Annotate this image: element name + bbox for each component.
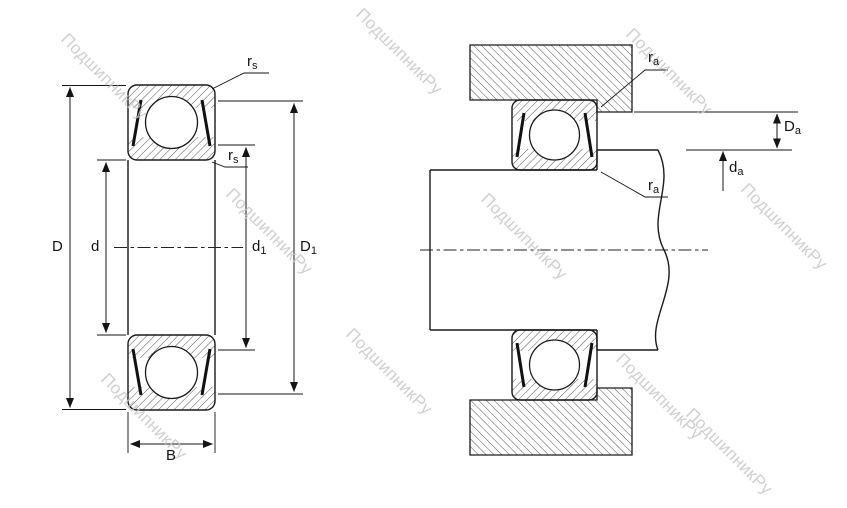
extension-lines-right: [634, 111, 798, 151]
right-bearing-bottom-section: [511, 329, 598, 401]
leader-lines-right: [600, 69, 668, 198]
dim-label-D: D: [52, 238, 63, 255]
dim-label-ra-mid: ra: [648, 177, 660, 196]
seal-mark: [515, 112, 526, 158]
seal-mark: [515, 342, 526, 388]
seal-mark: [131, 99, 143, 147]
extension-lines-left: [62, 85, 303, 453]
watermark: ПодшипникРу: [622, 24, 716, 118]
dim-label-da: da: [729, 159, 744, 178]
dim-label-rs-mid: rs: [228, 147, 239, 166]
leader-ra-mid: [600, 171, 668, 198]
housing-section: [469, 44, 633, 456]
dimension-lines-right: [719, 113, 781, 191]
left-bearing-top-section: [127, 84, 216, 161]
left-bearing-bottom-section: [127, 334, 216, 411]
seal-mark: [583, 112, 594, 158]
dim-label-rs-top: rs: [247, 53, 258, 72]
section-outline: [127, 84, 216, 161]
watermark: ПодшипникРу: [57, 29, 151, 123]
dimension-lines-left: [66, 87, 298, 448]
centerlines: [114, 247, 708, 251]
watermark: ПодшипникРу: [342, 324, 436, 418]
dim-label-B: B: [166, 447, 177, 464]
watermark-layer: ПодшипникРу ПодшипникРу ПодшипникРу Подш…: [57, 4, 831, 498]
dim-label-Da: Da: [784, 118, 801, 137]
seal-mark: [131, 348, 143, 396]
ball-element: [144, 345, 199, 400]
dim-label-D1: D1: [300, 238, 317, 257]
dim-label-ra-top: ra: [648, 49, 660, 68]
watermark: ПодшипникРу: [737, 179, 831, 273]
dim-label-d1: d1: [252, 238, 267, 257]
watermark: ПодшипникРу: [682, 404, 776, 498]
ball-element: [144, 95, 199, 150]
section-outline: [511, 99, 598, 171]
right-bearing-top-section: [511, 99, 598, 171]
section-outline: [127, 334, 216, 411]
leader-lines-left: [211, 72, 269, 168]
ball-element: [528, 339, 581, 391]
leader-ra-top: [600, 69, 668, 108]
watermark: ПодшипникРу: [222, 184, 316, 278]
leader-rs-top: [211, 72, 269, 90]
watermark: ПодшипникРу: [352, 4, 446, 98]
section-outline: [511, 329, 598, 401]
seal-mark: [583, 342, 594, 388]
ball-element: [528, 109, 581, 161]
watermark: ПодшипникРу: [477, 189, 571, 283]
seal-mark: [200, 348, 212, 396]
seal-mark: [200, 99, 212, 147]
leader-rs-mid: [211, 161, 248, 168]
dim-label-d: d: [91, 238, 100, 255]
